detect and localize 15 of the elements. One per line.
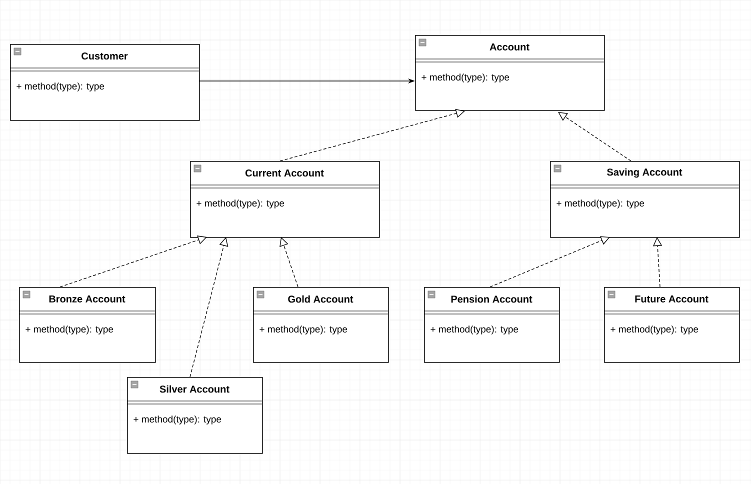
inheritance-arrow [490, 236, 610, 288]
class-box: Saving Account + method(type): type [550, 161, 740, 238]
class-box: Customer + method(type): type [10, 44, 200, 121]
class-box: Bronze Account + method(type): type [18, 287, 156, 363]
class-box: Pension Account + method(type): type [424, 287, 560, 363]
class-box: Gold Account + method(type): type [252, 287, 389, 363]
inheritance-arrow [280, 237, 298, 288]
class-box: Current Account + method(type): type [190, 161, 380, 238]
class-box: Future Account + method(type): type [604, 287, 740, 363]
class-box: Account + method(type): type [414, 35, 605, 111]
inheritance-arrow [558, 112, 632, 162]
class-box: Silver Account + method(type): type [126, 377, 263, 454]
inheritance-arrow [190, 237, 228, 378]
inheritance-arrow [60, 236, 207, 288]
inheritance-arrow [280, 108, 465, 162]
